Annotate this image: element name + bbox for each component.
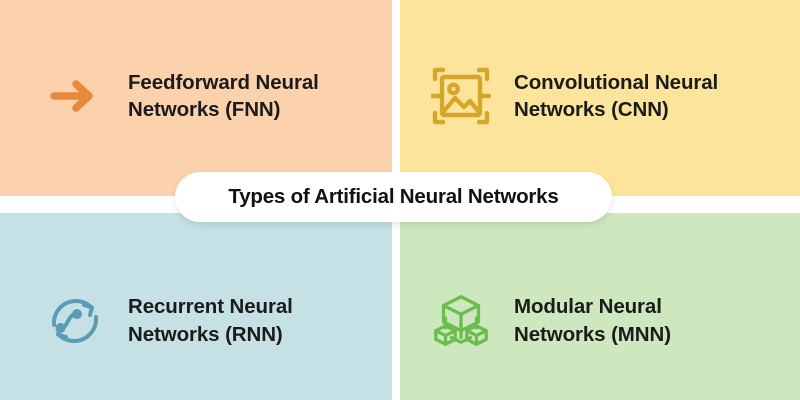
circular-loop-nodes-icon (44, 290, 106, 352)
quadrant-recurrent: Recurrent Neural Networks (RNN) (0, 213, 392, 400)
quadrant-convolutional: Convolutional Neural Networks (CNN) (400, 0, 800, 196)
center-title-pill: Types of Artificial Neural Networks (175, 172, 612, 222)
quadrant-modular: Modular Neural Networks (MNN) (400, 213, 800, 400)
quadrant-label-modular: Modular Neural Networks (MNN) (514, 295, 671, 346)
arrow-right-icon (44, 65, 106, 127)
quadrant-feedforward: Feedforward Neural Networks (FNN) (0, 0, 392, 196)
quadrant-label-convolutional: Convolutional Neural Networks (CNN) (514, 70, 719, 121)
image-scan-icon (430, 65, 492, 127)
cube-cluster-icon (430, 290, 492, 352)
quadrant-label-recurrent: Recurrent Neural Networks (RNN) (128, 295, 293, 346)
quadrant-label-feedforward: Feedforward Neural Networks (FNN) (128, 70, 319, 121)
page-title: Types of Artificial Neural Networks (228, 185, 559, 208)
